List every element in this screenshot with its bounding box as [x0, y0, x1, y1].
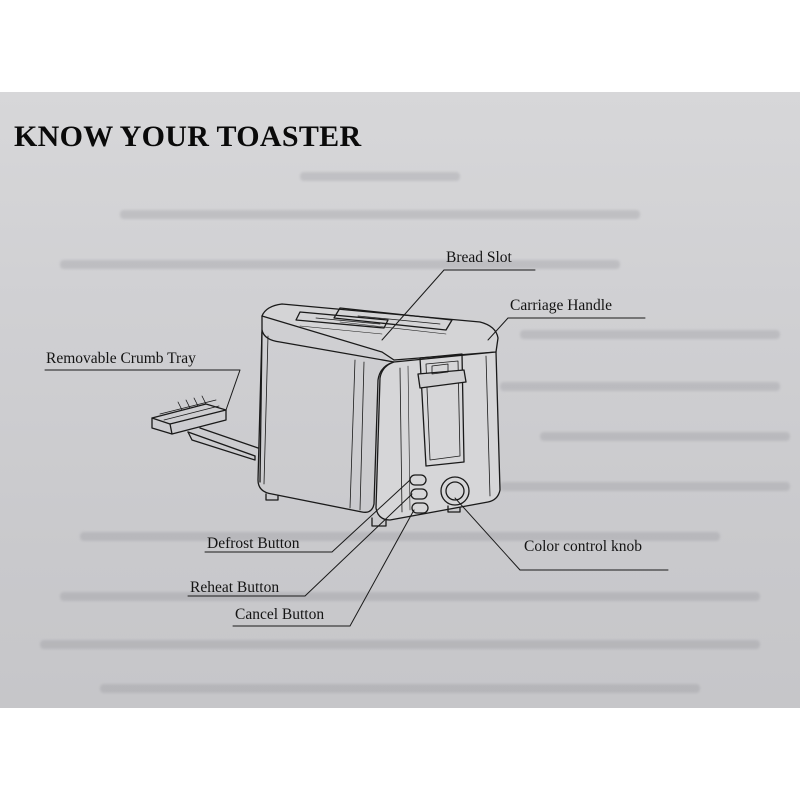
label-bread-slot: Bread Slot [446, 249, 512, 266]
leader-bread-slot [381, 269, 536, 341]
page-title: KNOW YOUR TOASTER [14, 120, 362, 153]
label-color-control-knob: Color control knob [524, 538, 642, 555]
leader-color-knob [454, 497, 669, 571]
paper-sheet [0, 92, 800, 708]
leader-carriage-handle [487, 317, 646, 341]
leader-crumb-tray [44, 369, 241, 411]
leader-lines [44, 269, 669, 627]
label-cancel-button: Cancel Button [235, 606, 325, 623]
leader-cancel [232, 509, 415, 627]
show-through-text [0, 92, 800, 708]
label-crumb-tray: Removable Crumb Tray [46, 350, 196, 367]
leader-reheat [187, 493, 413, 597]
toaster-body-illustration [257, 303, 501, 527]
label-carriage-handle: Carriage Handle [510, 297, 612, 314]
leader-defrost [204, 479, 411, 553]
crumb-tray-illustration [151, 395, 259, 461]
label-reheat-button: Reheat Button [190, 579, 280, 596]
label-defrost-button: Defrost Button [207, 535, 300, 552]
